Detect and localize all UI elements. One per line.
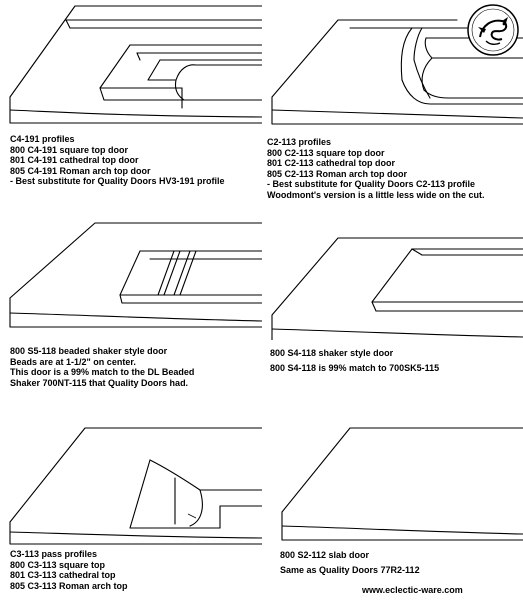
caption-line: 805 C3-113 Roman arch top (10, 580, 128, 591)
profile-caption-s2-112: 800 S2-112 slab door Same as Quality Doo… (280, 550, 420, 575)
caption-line: Same as Quality Doors 77R2-112 (280, 564, 420, 575)
caption-line: This door is a 99% match to the DL Beade… (10, 367, 195, 378)
footer-website-url: www.eclectic-ware.com (362, 585, 463, 595)
caption-line: 800 C2-113 square top door (267, 147, 385, 158)
caption-line: C4-191 profiles (10, 134, 75, 144)
profile-panel-s5-118: 800 S5-118 beaded shaker style door Bead… (0, 215, 262, 395)
caption-line: 805 C2-113 Roman arch top door (267, 168, 408, 179)
caption-line: 800 S4-118 shaker style door (270, 348, 394, 358)
dragon-seal-icon (467, 4, 519, 56)
caption-line: - Best substitute for Quality Doors HV3-… (10, 176, 225, 187)
caption-line: 800 S5-118 beaded shaker style door (10, 346, 168, 356)
caption-line: 801 C4-191 cathedral top door (10, 155, 139, 166)
caption-line: C3-113 pass profiles (10, 549, 98, 559)
caption-line: 800 C4-191 square top door (10, 144, 129, 155)
profile-panel-s4-118: 800 S4-118 shaker style door 800 S4-118 … (262, 225, 523, 385)
profile-caption-c4-191: C4-191 profiles 800 C4-191 square top do… (10, 134, 225, 187)
profile-caption-c3-113: C3-113 pass profiles 800 C3-113 square t… (10, 549, 128, 591)
caption-line: - Best substitute for Quality Doors C2-1… (267, 179, 476, 190)
door-profile-drawing-s2-112 (281, 427, 523, 541)
caption-line: 801 C3-113 cathedral top (10, 570, 116, 581)
profile-panel-c4-191: C4-191 profiles 800 C4-191 square top do… (0, 0, 262, 200)
door-profile-drawing-c4-191 (9, 5, 262, 124)
caption-line: 805 C4-191 Roman arch top door (10, 165, 151, 176)
profile-panel-c2-113: C2-113 profiles 800 C2-113 square top do… (262, 0, 523, 205)
profile-caption-s4-118: 800 S4-118 shaker style door 800 S4-118 … (270, 348, 439, 373)
profile-panel-c3-113: C3-113 pass profiles 800 C3-113 square t… (0, 410, 262, 600)
caption-line: 800 S2-112 slab door (280, 550, 370, 560)
door-profile-drawing-s5-118 (9, 222, 262, 328)
caption-line: Beads are at 1-1/2" on center. (10, 356, 136, 367)
door-profile-drawing-c3-113 (9, 427, 262, 545)
dragon-seal-logo (466, 3, 520, 57)
caption-line: 800 C3-113 square top (10, 559, 106, 570)
profile-panel-s2-112: 800 S2-112 slab door Same as Quality Doo… (262, 420, 523, 585)
profile-caption-s5-118: 800 S5-118 beaded shaker style door Bead… (10, 346, 194, 388)
caption-line: 801 C2-113 cathedral top door (267, 158, 396, 169)
caption-line: 800 S4-118 is 99% match to 700SK5-115 (270, 362, 440, 373)
profile-caption-c2-113: C2-113 profiles 800 C2-113 square top do… (267, 137, 485, 201)
caption-line: C2-113 profiles (267, 137, 332, 147)
door-profile-drawing-s4-118 (271, 237, 523, 340)
caption-line: Shaker 700NT-115 that Quality Doors had. (10, 377, 189, 388)
caption-line: Woodmont's version is a little less wide… (267, 189, 485, 200)
door-profile-drawing-c2-113 (271, 19, 523, 125)
